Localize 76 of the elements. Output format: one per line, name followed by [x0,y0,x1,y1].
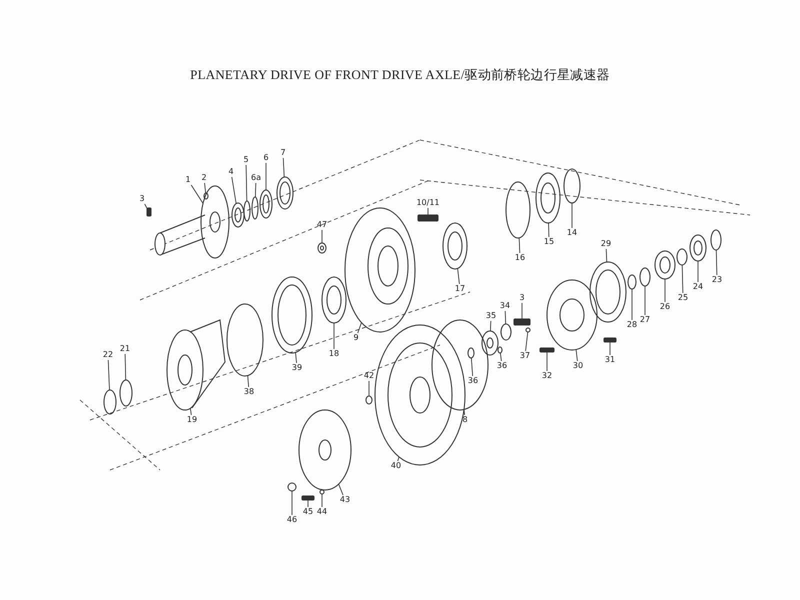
callout-number: 15 [544,238,554,246]
callout-number: 34 [500,302,510,310]
leader-line [246,164,248,202]
leader-line [664,278,666,302]
callout-number: 38 [244,388,254,396]
leader-line [357,322,362,334]
callout-number: 45 [302,508,314,516]
leader-line [682,264,684,294]
callout-number: 37 [520,352,530,360]
leader-line [368,380,370,396]
callout-number: 5 [243,156,249,164]
leader-line [644,286,646,316]
callout-number: 2 [201,174,207,182]
callout-number: 31 [604,356,616,364]
leader-line [548,222,550,238]
callout-number: 43 [340,496,350,504]
leader-line [525,332,528,352]
callout-number: 42 [364,372,374,380]
callout-number: 7 [280,149,286,157]
callout-number: 39 [292,364,302,372]
callout-number: 8 [462,416,468,424]
callout-number: 36 [496,362,508,370]
leader-line [716,250,718,276]
callout-number: 35 [486,312,496,320]
callout-number: 26 [660,303,670,311]
leader-line [464,409,465,416]
leader-line [546,352,548,372]
leader-line [338,484,344,496]
callout-number: 14 [566,229,578,237]
callout-number: 21 [120,345,130,353]
leader-line [500,352,502,362]
leader-line [254,182,256,198]
callout-number: 24 [692,283,704,291]
leader-line [124,354,126,380]
callout-number: 46 [286,516,298,524]
leader-line [397,456,400,462]
leader-line [231,176,237,204]
callout-number: 32 [542,372,552,380]
leader-line [247,375,250,388]
callout-number: 17 [454,285,466,293]
callout-number: 9 [353,334,359,342]
callout-number: 16 [514,254,526,262]
leader-line [606,248,608,262]
leader-line [108,360,110,390]
leader-line [204,182,206,194]
callout-number: 44 [316,508,328,516]
callout-number: 40 [390,462,402,470]
leader-line [457,268,460,284]
callout-number: 18 [328,350,340,358]
leader-line [282,158,285,178]
callout-number: 28 [626,321,638,329]
callout-number: 47 [316,221,328,229]
callout-number: 36 [466,376,480,386]
callout-number: 29 [600,240,612,248]
callout-number: 30 [572,362,584,370]
leader-line [295,352,297,364]
callout-number: 10/11 [416,199,440,207]
callout-number: 1 [185,176,191,184]
leader-line [470,358,474,376]
callout-number: 19 [186,416,198,424]
leader-line [518,237,520,254]
callout-number: 3 [519,294,525,302]
callout-number: 4 [228,168,234,176]
callout-number: 6 [263,154,269,162]
callout-number: 25 [678,294,688,302]
callout-number: 3 [139,195,145,203]
callout-number: 23 [712,276,722,284]
callout-number: 27 [640,316,650,324]
leader-line [190,184,204,204]
leader-line [576,349,578,362]
callout-number: 6a [251,174,261,182]
callout-number: 22 [102,351,114,359]
leader-line [490,320,492,332]
leader-line [190,408,192,416]
leader-line [504,310,506,324]
diagram-title: PLANETARY DRIVE OF FRONT DRIVE AXLE/驱动前桥轮边行星减速器 [189,66,611,84]
